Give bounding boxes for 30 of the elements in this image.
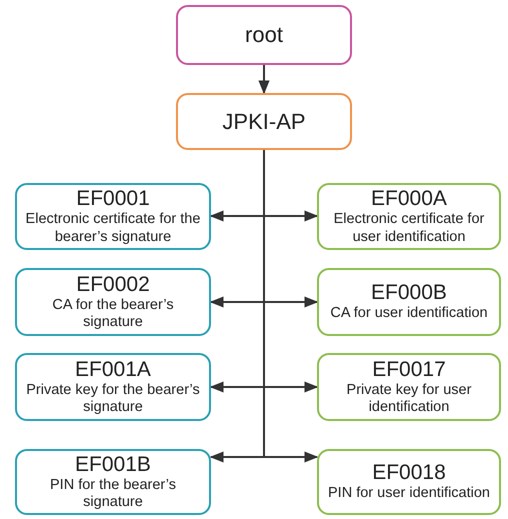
process-box [15, 449, 211, 515]
process-box [317, 449, 501, 515]
node-title: EF000A [371, 187, 447, 212]
process-box [176, 93, 352, 150]
node-description: CA for user identification [330, 305, 488, 323]
node-title: EF0017 [372, 358, 446, 382]
node-title: root [245, 22, 283, 48]
process-box [176, 5, 352, 65]
node-title: EF0018 [372, 461, 446, 486]
node-description: Private key for the bearer’s signature [25, 382, 201, 416]
node-title: EF000B [371, 281, 447, 306]
node-description: PIN for user identification [328, 485, 490, 503]
process-box [15, 183, 211, 250]
node-description: Electronic certificate for user identification [332, 211, 486, 246]
process-box [15, 268, 211, 336]
process-box [15, 353, 211, 421]
process-box [317, 353, 501, 421]
node-description: PIN for the bearer’s signature [49, 476, 177, 512]
node-title: EF0001 [76, 187, 150, 212]
node-title: EF0002 [76, 272, 150, 297]
process-box [317, 268, 501, 336]
arrow [263, 150, 318, 463]
node-title: JPKI-AP [222, 108, 306, 134]
node-title: EF001B [75, 452, 151, 477]
node-description: Private key for user identification [346, 382, 472, 416]
arrow [258, 65, 270, 94]
node-description: Electronic certificate for the bearer’s signature [24, 211, 202, 246]
node-description: CA for the bearer’s signature [51, 296, 175, 332]
node-title: EF001A [75, 358, 151, 382]
process-box [317, 183, 501, 250]
